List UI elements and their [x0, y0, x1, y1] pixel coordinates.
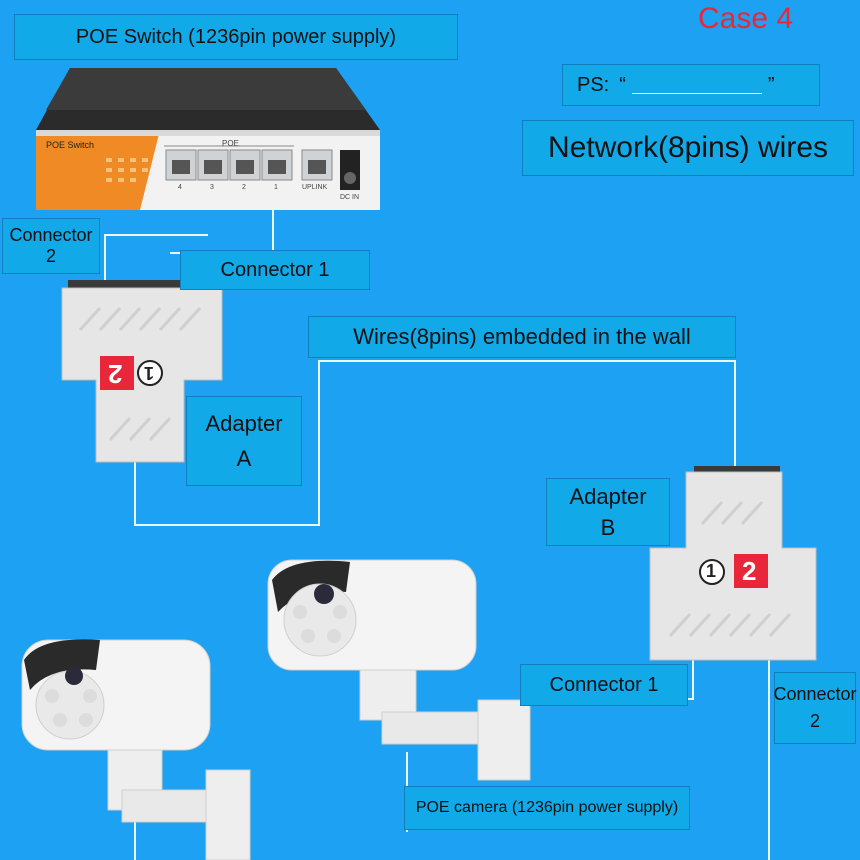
wire-connector1-top-v: [272, 196, 274, 254]
wire-connector2-top-h: [104, 234, 208, 236]
switch-port-num-3: 3: [210, 184, 214, 191]
wall-wires-label: Wires(8pins) embedded in the wall: [308, 316, 736, 358]
switch-port-num-1: 1: [274, 184, 278, 191]
ps-box: PS: “ ”: [562, 64, 820, 106]
switch-poe-header: POE: [222, 139, 239, 148]
connector1-top-label: Connector 1: [180, 250, 370, 290]
connector2-top-label: Connector 2: [2, 218, 100, 274]
switch-brand-text: POE Switch: [46, 140, 95, 150]
adapter-b-word: Adapter: [569, 483, 647, 509]
adapter-b-port-2: 2: [742, 556, 757, 586]
adapter-a-label: Adapter A: [186, 396, 302, 486]
ps-prefix: PS:: [577, 73, 610, 96]
ps-open-quote: “: [619, 73, 626, 96]
case-label: Case 4: [698, 2, 794, 35]
wire-wall-left-v: [134, 462, 136, 526]
switch-port-num-2: 2: [242, 184, 246, 191]
wire-wall-mid-v: [318, 360, 320, 526]
connector2-bottom-word: Connector: [773, 684, 857, 705]
wire-wall-bottom-h: [134, 524, 320, 526]
adapter-b-label: Adapter B: [546, 478, 670, 546]
connector2-bottom-num: 2: [809, 711, 820, 731]
adapter-b-port-1: 1: [706, 561, 717, 581]
wire-connector2-bottom-v: [768, 660, 770, 860]
wire-wall-top-h: [318, 360, 736, 362]
switch-uplink-text: UPLINK: [302, 184, 328, 191]
connector2-top-word: Connector: [9, 225, 93, 246]
network-label: Network(8pins) wires: [522, 120, 854, 176]
wire-connector2-top-v: [104, 234, 106, 284]
switch-port-num-4: 4: [178, 184, 182, 191]
adapter-a-word: Adapter: [205, 410, 283, 436]
wire-camera-left-v: [134, 820, 136, 860]
switch-label: POE Switch (1236pin power supply): [14, 14, 458, 60]
connector2-top-num: 2: [45, 246, 56, 266]
adapter-a-letter: A: [236, 446, 252, 471]
adapter-b-letter: B: [600, 515, 616, 540]
adapter-a-port-1: 1: [144, 363, 155, 383]
switch-dcin-text: DC IN: [340, 194, 360, 201]
wire-connector1-bottom-v1: [692, 660, 694, 700]
connector2-bottom-label: Connector 2: [773, 672, 857, 744]
ps-blank-line: [631, 77, 762, 94]
wire-wall-right-v: [734, 360, 736, 468]
poe-ports: [165, 149, 333, 181]
adapter-a-port-2: 2: [108, 359, 123, 389]
poe-camera-label: POE camera (1236pin power supply): [404, 786, 690, 830]
ps-close-quote: ”: [767, 73, 775, 96]
connector1-bottom-label: Connector 1: [520, 664, 688, 706]
